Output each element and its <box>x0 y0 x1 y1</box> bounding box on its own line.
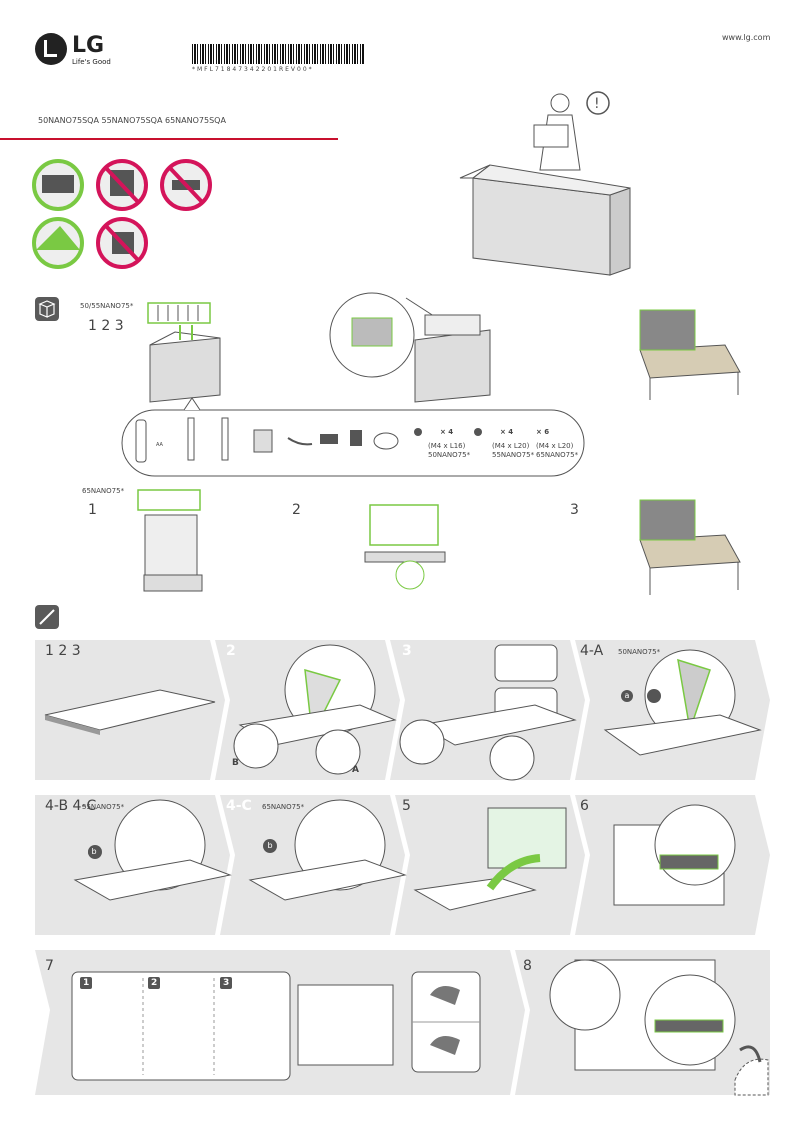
step-4c-model: 65NANO75* <box>262 803 305 811</box>
assembly-step-7: 7 <box>45 958 54 974</box>
tv-box <box>149 325 221 403</box>
unpack-group1-steps: 1 2 3 <box>88 318 124 334</box>
screw-c-size: (M4 x L20) <box>536 442 574 450</box>
screw-a-model: 50NANO75* <box>428 451 471 459</box>
assembly-step-6: 6 <box>580 798 589 814</box>
svg-text:!: ! <box>594 96 600 112</box>
screw-a-count: × 4 <box>440 428 454 436</box>
unbox-warning-illustration: ! <box>459 91 631 276</box>
unpack-step-2: 2 <box>292 502 301 518</box>
handling-forbidden-icon <box>96 217 148 269</box>
screw-a-size: (M4 x L16) <box>428 442 466 450</box>
assembly-step-1: 1 2 3 <box>45 643 81 659</box>
screw-a-mark: a <box>621 690 633 702</box>
screw-b-mark: b <box>264 840 276 852</box>
assembly-step-3: 3 <box>402 643 412 659</box>
screw-b-count: × 4 <box>500 428 514 436</box>
handling-ok-icon <box>32 217 84 269</box>
label-a: A <box>352 765 359 775</box>
tv-on-table-illustration <box>639 309 741 400</box>
barcode-text: *MFL71847342201REV00* <box>192 66 314 73</box>
handling-ok-icon <box>32 159 84 211</box>
lg-logo <box>35 33 67 65</box>
website-link[interactable]: www.lg.com <box>722 33 771 42</box>
assembly-step-2: 2 <box>226 643 236 659</box>
packing-foam <box>147 302 211 324</box>
sub-step-1: 1 <box>83 978 90 988</box>
screw-c-count: × 6 <box>536 428 550 436</box>
step-4b-model: 55NANO75* <box>82 803 125 811</box>
brand-name: LG <box>72 33 105 58</box>
tv-lift-illustration-65 <box>364 504 446 590</box>
assembly-step-4a: 4-A <box>580 643 604 659</box>
label-b: B <box>232 758 239 768</box>
packing-foam <box>137 489 201 511</box>
battery-label: AA <box>156 442 163 448</box>
screw-b-mark: b <box>88 846 100 858</box>
assembly-step-8: 8 <box>523 958 532 974</box>
step-4a-model: 50NANO75* <box>618 648 661 656</box>
screw-b-size: (M4 x L20) <box>492 442 530 450</box>
unpack-step-3: 3 <box>570 502 579 518</box>
tv-lift-illustration <box>329 292 491 403</box>
model-list: 50NANO75SQA 55NANO75SQA 65NANO75SQA <box>38 116 226 125</box>
assembly-step-4b: 4-B 4-C <box>45 798 97 814</box>
sub-step-3: 3 <box>223 978 230 988</box>
barcode <box>192 44 364 64</box>
tv-box-65 <box>143 514 203 592</box>
sub-step-2: 2 <box>151 978 158 988</box>
brand-tagline: Life's Good <box>72 58 111 66</box>
assembly-step-5: 5 <box>402 798 411 814</box>
screw-b-model: 55NANO75* <box>492 451 535 459</box>
unpack-step-1: 1 <box>88 502 97 518</box>
handling-forbidden-icon <box>96 159 148 211</box>
accessories-panel <box>121 397 585 477</box>
unpack-group1-models: 50/55NANO75* <box>80 302 134 310</box>
unpack-group2-models: 65NANO75* <box>82 487 125 495</box>
handling-forbidden-icon <box>160 159 212 211</box>
assembly-step-4c: 4-C <box>226 798 252 814</box>
screw-c-model: 65NANO75* <box>536 451 579 459</box>
lg-logo-face <box>44 40 57 57</box>
header-divider <box>0 138 338 140</box>
tv-on-table-illustration-65 <box>639 499 741 595</box>
